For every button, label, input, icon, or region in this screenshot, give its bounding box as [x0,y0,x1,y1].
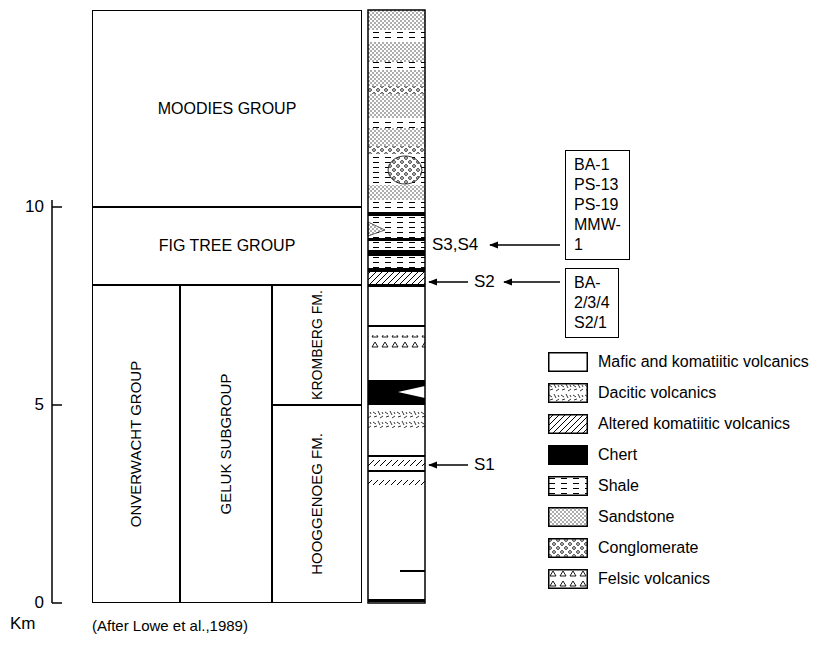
group-box: ONVERWACHT GROUP [92,285,180,603]
legend-text: Altered komatiitic volcanics [598,414,790,434]
legend-swatch [548,569,588,589]
depth-unit: Km [10,614,36,634]
depth-tick: 10 [25,197,44,217]
sample-level: S2 [474,272,495,292]
legend-text: Conglomerate [598,538,699,558]
sample-list: BA-2/3/4 S2/1 [574,273,610,333]
legend-text: Mafic and komatiitic volcanics [598,352,809,372]
legend-text: Shale [598,476,639,496]
group-box: MOODIES GROUP [92,10,362,207]
unit-name: ONVERWACHT GROUP [127,361,145,527]
subgroup-box: GELUK SUBGROUP [180,285,272,603]
sample-box: BA-1 PS-13 PS-19 MMW-1 [565,150,630,260]
legend-swatch [548,352,588,372]
source-note: (After Lowe et al.,1989) [92,616,248,636]
unit-name: FIG TREE GROUP [93,236,361,256]
legend-swatch [548,414,588,434]
unit-name: GELUK SUBGROUP [217,374,235,515]
unit-name: KROMBERG FM. [308,290,326,400]
sample-box: BA-2/3/4 S2/1 [565,268,619,338]
legend-text: Felsic volcanics [598,569,710,589]
depth-tick: 5 [35,395,44,415]
unit-name: HOOGGENOEG FM. [308,433,326,575]
legend-text: Chert [598,445,637,465]
sample-level: S3,S4 [432,235,478,255]
legend-text: Sandstone [598,507,675,527]
group-box: FIG TREE GROUP [92,207,362,285]
legend-swatch [548,476,588,496]
sample-level: S1 [474,455,495,475]
formation-box: KROMBERG FM. [272,285,362,405]
legend-swatch [548,538,588,558]
legend-swatch [548,507,588,527]
legend-swatch [548,383,588,403]
legend-swatch [548,445,588,465]
unit-name: MOODIES GROUP [93,99,361,119]
formation-box: HOOGGENOEG FM. [272,405,362,603]
sample-list: BA-1 PS-13 PS-19 MMW-1 [574,155,621,255]
legend-text: Dacitic volcanics [598,383,716,403]
depth-tick: 0 [35,593,44,613]
